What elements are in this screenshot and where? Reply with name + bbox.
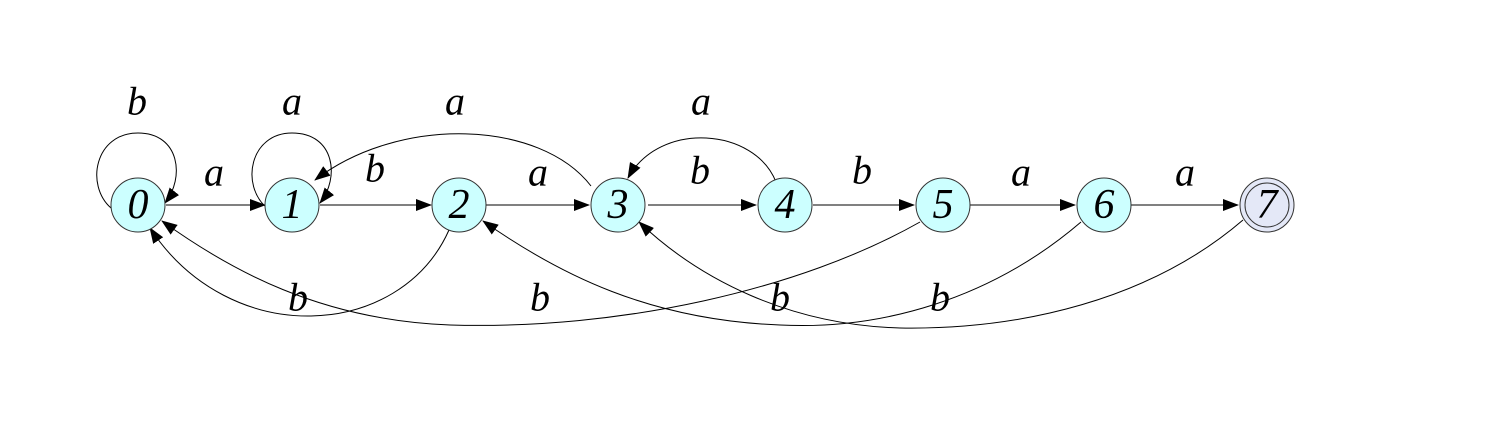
edge-label-2-3: a (528, 150, 548, 195)
state-4: 4 (757, 177, 813, 233)
state-label-2: 2 (449, 182, 470, 228)
edge-label-0-1: a (204, 150, 224, 195)
edge-4-3 (627, 137, 777, 183)
edge-6-2 (482, 220, 1082, 326)
edge-7-3 (638, 219, 1244, 329)
state-7-accepting: 7 (1239, 177, 1295, 233)
state-label-1: 1 (282, 182, 303, 228)
edge-1-1 (251, 132, 335, 209)
state-label-0: 0 (128, 182, 149, 228)
edge-2-0 (149, 227, 450, 317)
state-3: 3 (590, 177, 646, 233)
state-label-6: 6 (1094, 182, 1115, 228)
edge-label-6-7: a (1175, 150, 1195, 195)
edge-label-4-5: b (852, 148, 872, 193)
state-label-3: 3 (607, 182, 629, 228)
state-1: 1 (264, 177, 320, 233)
edge-label-5-0: b (530, 275, 550, 320)
state-5: 5 (915, 177, 971, 233)
edge-label-5-6: a (1011, 150, 1031, 195)
state-2: 2 (431, 177, 487, 233)
edge-label-7-3: b (930, 275, 950, 320)
edge-label-0-0: b (127, 79, 147, 124)
states: 0 1 2 3 4 5 6 7 (110, 177, 1295, 233)
edge-3-1 (314, 133, 592, 187)
state-label-5: 5 (933, 182, 954, 228)
edge-label-2-0: b (288, 275, 308, 320)
edge-0-0 (96, 132, 180, 209)
edge-label-3-1: a (445, 79, 465, 124)
state-label-7: 7 (1257, 182, 1280, 228)
state-0: 0 (110, 177, 166, 233)
state-label-4: 4 (775, 182, 796, 228)
state-6: 6 (1076, 177, 1132, 233)
edge-label-1-1: a (282, 79, 302, 124)
edge-label-6-2: b (770, 275, 790, 320)
edge-5-0 (161, 220, 921, 326)
edge-label-3-4: b (690, 148, 710, 193)
edge-label-4-3: a (691, 79, 711, 124)
edge-label-1-2: b (365, 146, 385, 191)
edges: b a a b a a b a b a a b (96, 79, 1244, 329)
